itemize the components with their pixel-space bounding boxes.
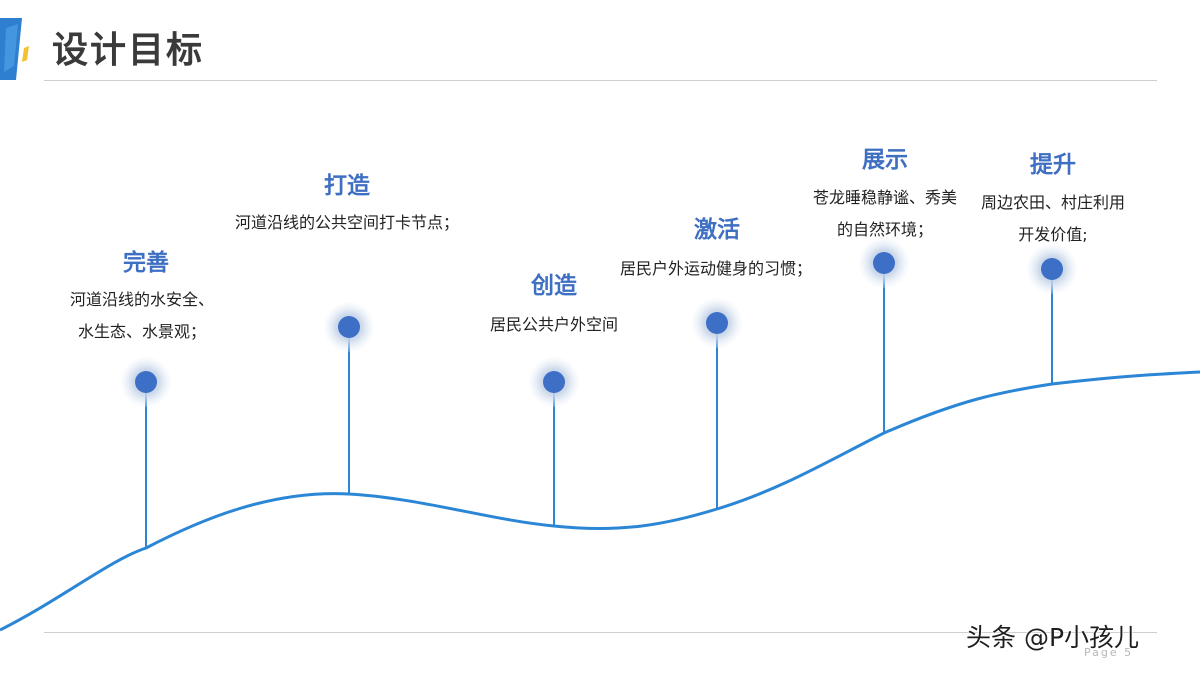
milestone-desc-4: 居民户外运动健身的习惯； xyxy=(620,253,812,285)
milestone-desc-5: 苍龙睡稳静谧、秀美 的自然环境； xyxy=(813,182,957,246)
header-divider xyxy=(44,80,1157,81)
milestone-node-3 xyxy=(529,357,579,407)
milestone-desc-4-line-1: 居民户外运动健身的习惯； xyxy=(619,259,813,278)
timeline-stems xyxy=(145,263,1053,548)
page-number: Page 5 xyxy=(1084,646,1134,659)
milestone-title-4: 激活 xyxy=(694,216,740,243)
milestone-desc-5-line-1: 苍龙睡稳静谧、秀美 xyxy=(812,188,958,207)
milestone-desc-6-line-2: 开发价值; xyxy=(1018,225,1088,244)
milestone-desc-1: 河道沿线的水安全、 水生态、水景观； xyxy=(70,284,214,348)
milestone-desc-2: 河道沿线的公共空间打卡节点； xyxy=(235,207,459,239)
milestone-title-6: 提升 xyxy=(1030,151,1076,178)
milestone-desc-1-line-2: 水生态、水景观； xyxy=(77,322,207,341)
milestone-node-4 xyxy=(692,298,742,348)
watermark-text: 头条 @P小孩儿 xyxy=(966,623,1140,652)
milestone-node-6 xyxy=(1027,244,1077,294)
milestone-node-5 xyxy=(859,238,909,288)
milestone-desc-3-line-1: 居民公共户外空间 xyxy=(489,315,619,334)
milestone-title-5: 展示 xyxy=(862,146,908,173)
page-title: 设计目标 xyxy=(52,29,205,71)
timeline-curve xyxy=(0,370,1200,632)
milestone-desc-1-line-1: 河道沿线的水安全、 xyxy=(69,290,215,309)
milestone-title-2: 打造 xyxy=(324,172,370,199)
milestone-desc-6-line-1: 周边农田、村庄利用 xyxy=(980,193,1126,212)
footer-divider xyxy=(44,632,1157,633)
corner-accent-logo xyxy=(0,18,29,80)
milestone-title-3: 创造 xyxy=(531,272,577,299)
milestone-desc-6: 周边农田、村庄利用 开发价值; xyxy=(981,187,1125,251)
milestone-node-2 xyxy=(324,302,374,352)
milestone-node-1 xyxy=(121,357,171,407)
milestone-desc-5-line-2: 的自然环境； xyxy=(836,220,934,239)
milestone-desc-2-line-1: 河道沿线的公共空间打卡节点； xyxy=(234,213,460,232)
milestone-desc-3: 居民公共户外空间 xyxy=(490,309,618,341)
milestone-title-1: 完善 xyxy=(123,249,169,276)
